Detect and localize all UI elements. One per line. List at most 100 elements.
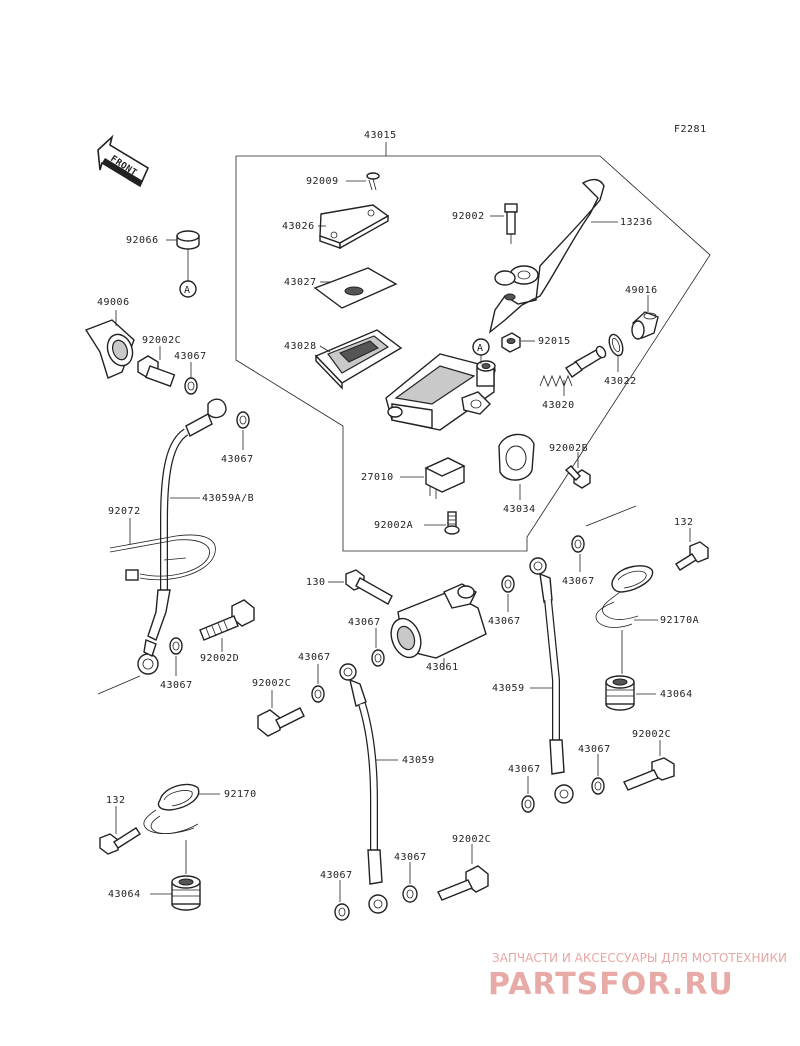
label-43067-g: 43067	[508, 764, 541, 775]
boot-49006	[84, 319, 135, 379]
label-43020: 43020	[542, 400, 575, 411]
label-49006: 49006	[97, 297, 130, 308]
label-92170: 92170	[224, 789, 257, 800]
label-132-right: 132	[674, 517, 694, 528]
grommet-43064-right	[605, 630, 635, 711]
washer-43067-j	[334, 903, 350, 921]
label-27010: 27010	[361, 472, 394, 483]
label-43067-d: 43067	[348, 617, 381, 628]
watermark: ЗАПЧАСТИ И АКСЕССУАРЫ ДЛЯ МОТОТЕХНИКИ PA…	[488, 951, 787, 1002]
diaphragm-43028	[314, 329, 403, 390]
watermark-brand: PARTSFOR.RU	[488, 967, 734, 1002]
screw-92009	[366, 172, 380, 191]
brake-hose-43059-right	[529, 557, 574, 804]
label-43061: 43061	[426, 662, 459, 673]
label-43026: 43026	[282, 221, 315, 232]
direction-indicator-line-left	[97, 675, 141, 695]
label-13236: 13236	[620, 217, 653, 228]
master-cylinder-body	[385, 353, 496, 431]
washer-43067-d	[371, 649, 385, 667]
bolt-92002D	[199, 599, 255, 641]
label-92009: 92009	[306, 176, 339, 187]
clamp-43034	[498, 433, 535, 481]
label-43067-h: 43067	[578, 744, 611, 755]
brake-hose-43059-center	[339, 663, 388, 914]
label-92002C-upper: 92002C	[142, 335, 181, 346]
washer-43067-k	[402, 885, 418, 903]
band-clamp-92072	[109, 534, 216, 581]
banjo-bolt-92002C-bottom	[437, 865, 489, 901]
brake-lever-13236	[488, 178, 605, 334]
washer-43067-a	[184, 377, 198, 395]
label-92002A: 92002A	[374, 520, 413, 531]
label-49016: 49016	[625, 285, 658, 296]
screw-92002A	[444, 511, 460, 535]
label-43034: 43034	[503, 504, 536, 515]
assembly-outline-43015	[235, 155, 711, 552]
label-92002C-bottom: 92002C	[452, 834, 491, 845]
washer-43067-c	[169, 637, 183, 655]
dust-boot-49016	[631, 311, 659, 340]
washer-43067-i	[311, 685, 325, 703]
banjo-bolt-92002C-right	[623, 757, 675, 791]
washer-43067-e	[501, 575, 515, 593]
grommet-43064-lower	[171, 840, 201, 911]
diaphragm-plate-43027	[313, 267, 398, 309]
label-43067-j: 43067	[320, 870, 353, 881]
label-92170A: 92170A	[660, 615, 699, 626]
label-43028: 43028	[284, 341, 317, 352]
watermark-tagline: ЗАПЧАСТИ И АКСЕССУАРЫ ДЛЯ МОТОТЕХНИКИ	[492, 951, 787, 965]
label-92002C-center: 92002C	[252, 678, 291, 689]
label-92072: 92072	[108, 506, 141, 517]
label-43067-b: 43067	[221, 454, 254, 465]
label-43015: 43015	[364, 130, 397, 141]
label-43027: 43027	[284, 277, 317, 288]
label-130: 130	[306, 577, 326, 588]
label-43067-e: 43067	[488, 616, 521, 627]
washer-43067-b	[236, 411, 250, 429]
bolt-130	[345, 569, 393, 605]
label-43059-center: 43059	[402, 755, 435, 766]
label-132-lower: 132	[106, 795, 126, 806]
callout-a-upper: A	[472, 338, 490, 364]
label-92002: 92002	[452, 211, 485, 222]
label-92015: 92015	[538, 336, 571, 347]
label-92066: 92066	[126, 235, 159, 246]
svg-text:A: A	[477, 343, 484, 354]
label-92002C-right: 92002C	[632, 729, 671, 740]
cap-92066	[176, 230, 200, 250]
bolt-132-right	[675, 541, 709, 571]
banjo-bolt-92002C-center	[257, 707, 305, 737]
reservoir-cap-43026	[319, 204, 390, 250]
banjo-bolt-92002C-upper	[137, 355, 176, 388]
label-92002D: 92002D	[200, 653, 239, 664]
washer-43067-h	[591, 777, 605, 795]
washer-43067-f	[571, 535, 585, 553]
label-43064-lower: 43064	[108, 889, 141, 900]
svg-text:A: A	[184, 285, 191, 296]
circlip-43022	[608, 333, 624, 357]
label-43064-right: 43064	[660, 689, 693, 700]
callout-a-lower: A	[179, 250, 197, 298]
label-43059AB: 43059A/B	[202, 493, 254, 504]
clamp-92170A	[595, 565, 654, 628]
clamp-92170	[143, 783, 200, 834]
pivot-bolt-92002	[504, 203, 518, 244]
bolt-132-lower	[99, 827, 141, 855]
nut-92015	[501, 332, 521, 353]
label-43022: 43022	[604, 376, 637, 387]
direction-indicator-line-right	[585, 505, 637, 527]
label-43067-i: 43067	[298, 652, 331, 663]
label-43067-f: 43067	[562, 576, 595, 587]
bolt-92002B	[564, 465, 591, 489]
brake-hose-43059AB	[137, 398, 227, 675]
leader-43028	[319, 345, 331, 353]
label-92002B: 92002B	[549, 443, 588, 454]
figure-code: F2281	[674, 124, 707, 135]
label-43067-a: 43067	[174, 351, 207, 362]
label-43059-right: 43059	[492, 683, 525, 694]
washer-43067-g	[521, 795, 535, 813]
cylinder-43061	[390, 583, 487, 659]
piston-kit-43020	[539, 345, 607, 388]
